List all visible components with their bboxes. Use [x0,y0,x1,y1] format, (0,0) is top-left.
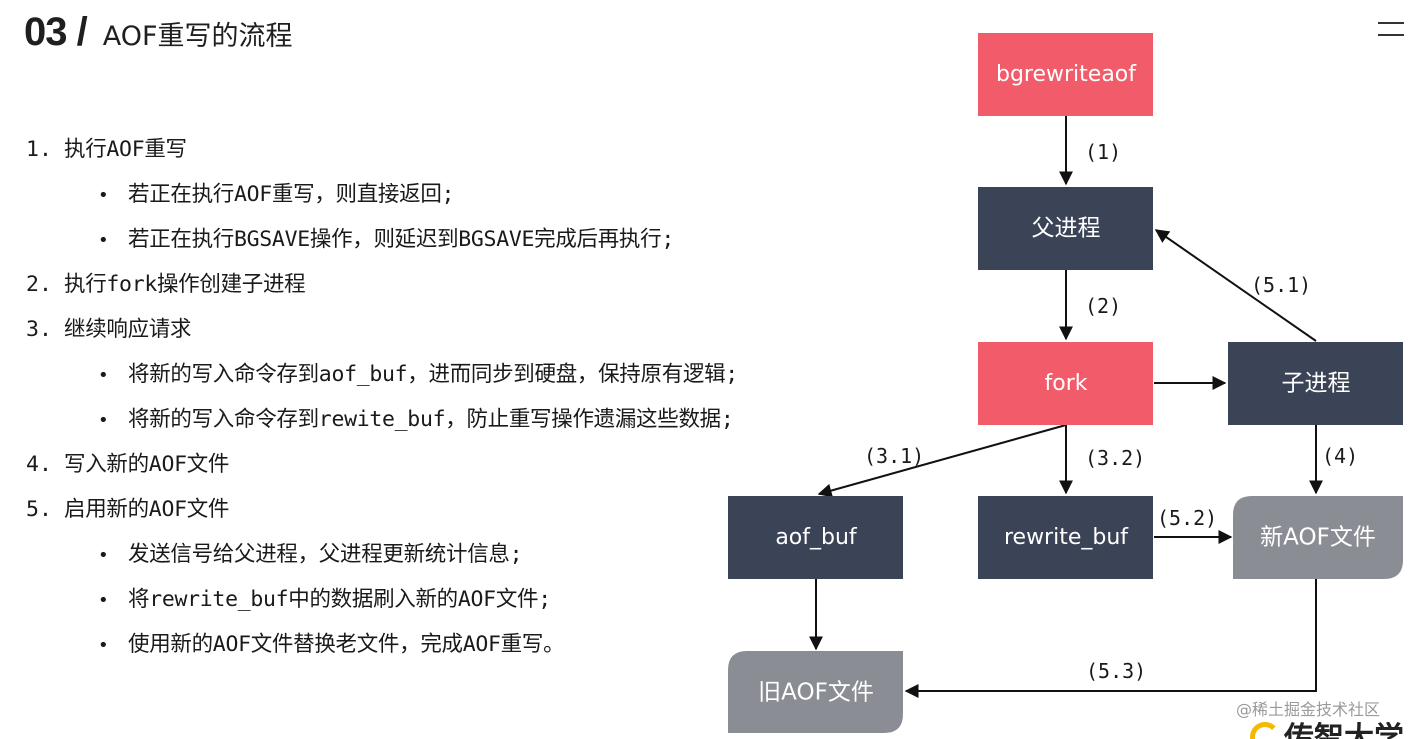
node-rewrite-buf: rewrite_buf [978,496,1153,579]
edge-label-5-2: (5.2) [1157,506,1217,530]
edge-label-3-2: (3.2) [1085,446,1145,470]
menu-icon[interactable] [1378,22,1404,36]
list-item: 3.继续响应请求 [26,317,192,342]
header: 03 / AOF重写的流程 [24,10,293,54]
svg-text:rewrite_buf: rewrite_buf [1004,525,1129,550]
edge-label-5-3: (5.3) [1086,659,1146,683]
edge-label-3-1: (3.1) [864,444,924,468]
edge-label-1: (1) [1085,140,1121,164]
svg-text:子进程: 子进程 [1282,371,1351,397]
list-item: 5.启用新的AOF文件 [26,497,230,522]
list-item: •若正在执行BGSAVE操作，则延迟到BGSAVE完成后再执行; [98,227,674,252]
list-item: 4.写入新的AOF文件 [26,452,230,477]
edge-label-2: (2) [1085,294,1121,318]
list-item: •将rewrite_buf中的数据刷入新的AOF文件; [98,587,551,612]
node-child-process: 子进程 [1228,342,1403,425]
node-parent-process: 父进程 [978,187,1153,270]
list-item: 1.执行AOF重写 [26,137,187,162]
brand-logo: 传智大学 [1250,722,1419,739]
edge-5-1 [1154,229,1317,342]
brand-text: 传智大学 [1284,722,1404,739]
list-item: •将新的写入命令存到rewite_buf，防止重写操作遗漏这些数据; [98,407,734,432]
list-item: •若正在执行AOF重写，则直接返回; [98,182,455,207]
svg-text:父进程: 父进程 [1032,216,1101,242]
svg-text:fork: fork [1045,371,1088,396]
edge-label-5-1: (5.1) [1251,273,1311,297]
svg-text:aof_buf: aof_buf [775,525,858,550]
edge-label-4: (4) [1322,444,1358,468]
node-aof-buf: aof_buf [728,496,903,579]
node-bgrewriteaof: bgrewriteaof [978,33,1153,116]
edge-5-3 [904,579,1317,698]
list-item: 2.执行fork操作创建子进程 [26,272,306,297]
node-new-aof-file: 新AOF文件 [1233,496,1403,579]
svg-text:旧AOF文件: 旧AOF文件 [758,680,874,706]
node-old-aof-file: 旧AOF文件 [728,651,903,733]
brand-icon [1250,722,1280,739]
page-title: AOF重写的流程 [102,21,293,52]
node-fork: fork [978,342,1153,425]
section-number: 03 / [24,10,88,54]
edge-3-1 [817,424,1067,498]
list-item: •使用新的AOF文件替换老文件，完成AOF重写。 [98,632,565,657]
list-item: •将新的写入命令存到aof_buf，进而同步到硬盘，保持原有逻辑; [98,362,738,387]
list-item: •发送信号给父进程，父进程更新统计信息; [98,542,523,567]
watermark: @稀土掘金技术社区 [1236,700,1381,719]
svg-text:bgrewriteaof: bgrewriteaof [996,62,1137,87]
svg-text:新AOF文件: 新AOF文件 [1260,525,1376,551]
